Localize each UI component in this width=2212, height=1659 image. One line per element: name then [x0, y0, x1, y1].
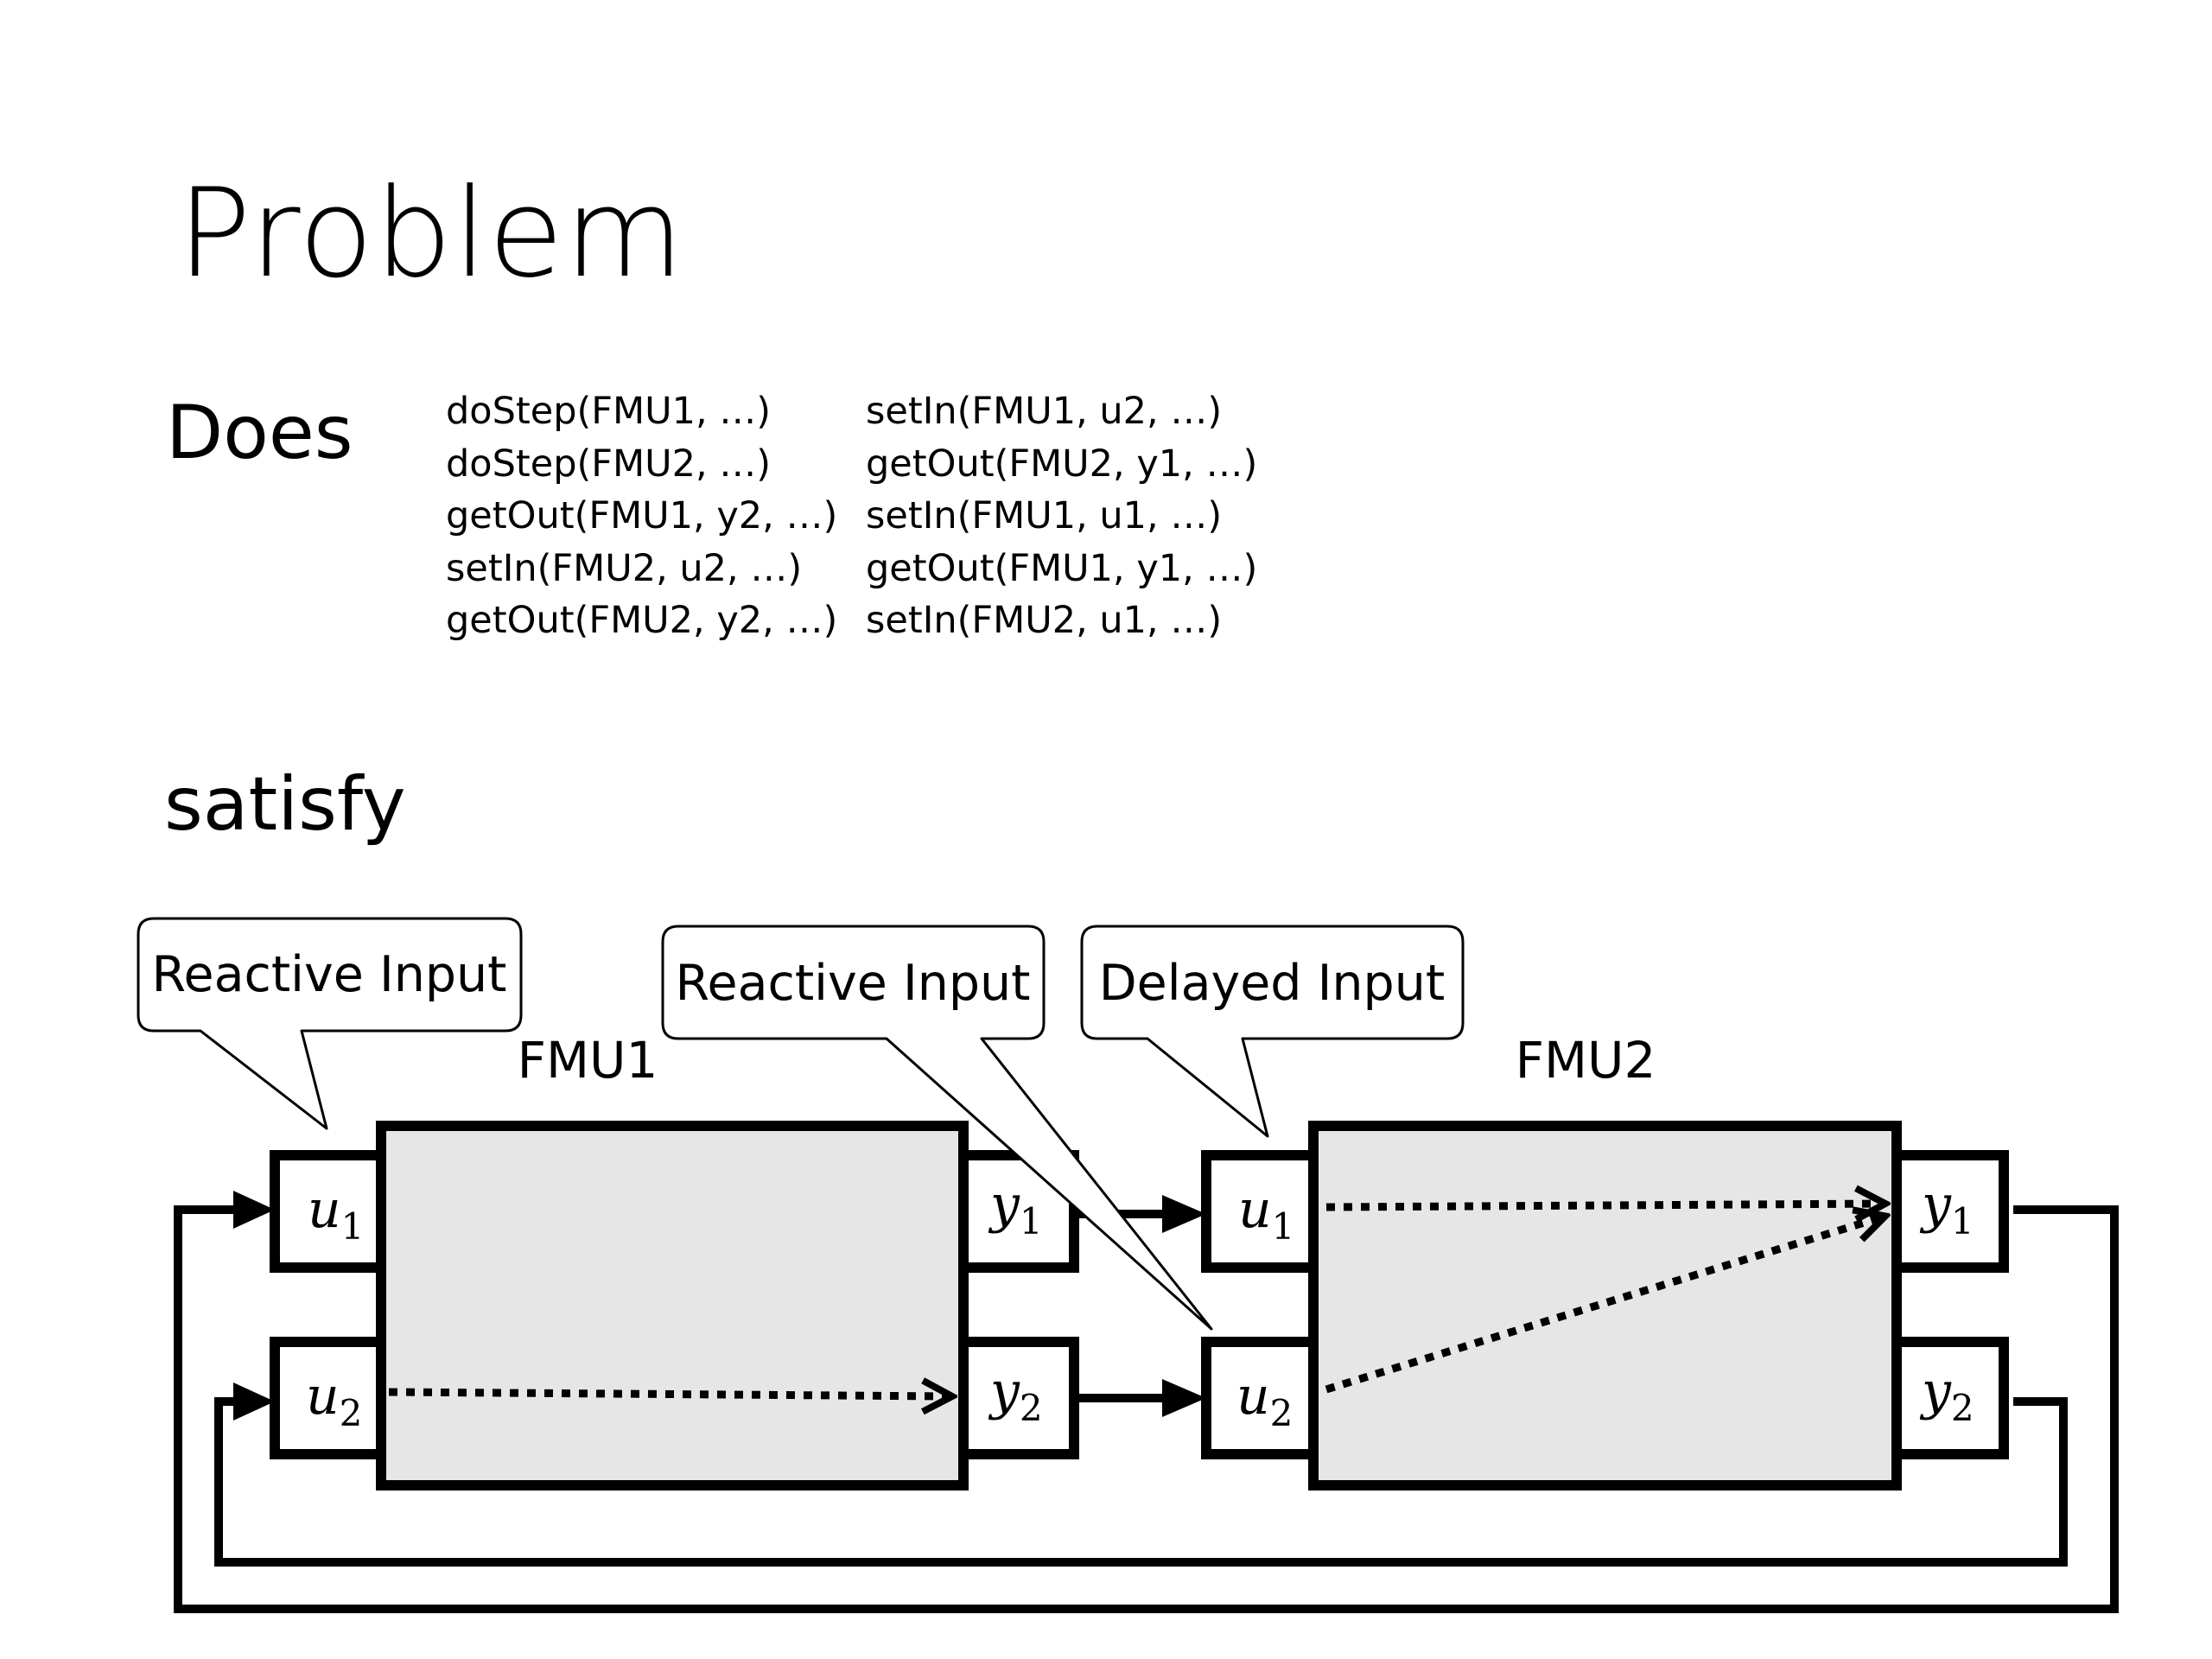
call-item: setIn(FMU1, u1, …): [866, 494, 1223, 537]
call-list-left: doStep(FMU1, …) doStep(FMU2, …) getOut(F…: [446, 385, 837, 647]
call-item: doStep(FMU2, …): [446, 442, 772, 486]
call-item: setIn(FMU2, u1, …): [866, 599, 1223, 642]
callout-2-bubble: [661, 925, 1213, 1331]
callout-3-text: Delayed Input: [1099, 955, 1445, 1012]
dep-fmu2-u2-to-y1: [1325, 1217, 1884, 1394]
fmu2-label: FMU2: [1516, 1031, 1656, 1090]
dep-fmu2-u1-to-y1: [1325, 1204, 1884, 1207]
fmu2-u2-label: u2: [1236, 1366, 1293, 1434]
satisfy-label: satisfy: [164, 761, 406, 848]
call-item: getOut(FMU1, y2, …): [446, 494, 838, 537]
arrowhead-fmu2-u1: [1162, 1195, 1206, 1233]
call-item: setIn(FMU1, u2, …): [866, 390, 1223, 433]
callout-1-text: Reactive Input: [151, 946, 506, 1003]
fmu1-label: FMU1: [518, 1031, 658, 1090]
fmu1-block: [376, 1121, 969, 1491]
fmu1-y1-label: y1: [988, 1174, 1043, 1243]
call-item: getOut(FMU2, y1, …): [866, 442, 1258, 486]
call-item: setIn(FMU2, u2, …): [446, 546, 803, 590]
wire-fmu2-y2-to-fmu1-u2: [214, 1397, 2068, 1567]
arrowhead-fmu1-u2: [233, 1382, 275, 1421]
call-item: getOut(FMU2, y2, …): [446, 599, 838, 642]
wire-fmu2-y1-to-fmu1-u1: [174, 1205, 2119, 1613]
callout-2-text: Reactive Input: [675, 955, 1030, 1012]
call-list-right: setIn(FMU1, u2, …) getOut(FMU2, y1, …) s…: [866, 385, 1257, 647]
call-item: doStep(FMU1, …): [446, 390, 772, 433]
arrowhead-fmu2-u2: [1162, 1379, 1206, 1417]
fmu1-port-u2: [270, 1337, 386, 1459]
call-item: getOut(FMU1, y1, …): [866, 546, 1258, 590]
callout-3-bubble: [1080, 925, 1465, 1138]
does-label: Does: [166, 390, 353, 476]
arrowhead-fmu1-u1: [233, 1191, 275, 1229]
fmu1-y2-label: y2: [988, 1361, 1043, 1429]
fmu2-port-y1: [1891, 1150, 2009, 1273]
callout-1-bubble: [137, 917, 523, 1130]
dependency-arrows: [388, 1204, 1884, 1396]
slide-title: Problem: [177, 162, 685, 305]
fmu2-block: [1308, 1121, 1902, 1491]
fmu2-port-y2: [1891, 1337, 2009, 1459]
fmu1-u2-label: u2: [306, 1366, 362, 1434]
wire-arrowheads: [233, 1191, 1206, 1421]
fmu1-u1-label: u1: [308, 1179, 364, 1248]
fmu1-port-u1: [270, 1150, 386, 1273]
fmu2-port-u1: [1201, 1150, 1319, 1273]
fmu2-y1-label: y1: [1919, 1174, 1974, 1243]
fmu2-u1-label: u1: [1238, 1179, 1294, 1248]
fmu2-y2-label: y2: [1919, 1361, 1974, 1429]
fmu2-port-u2: [1201, 1337, 1319, 1459]
fmu1-port-y2: [958, 1337, 1079, 1459]
dep-fmu1-u2-to-y2: [388, 1392, 950, 1396]
